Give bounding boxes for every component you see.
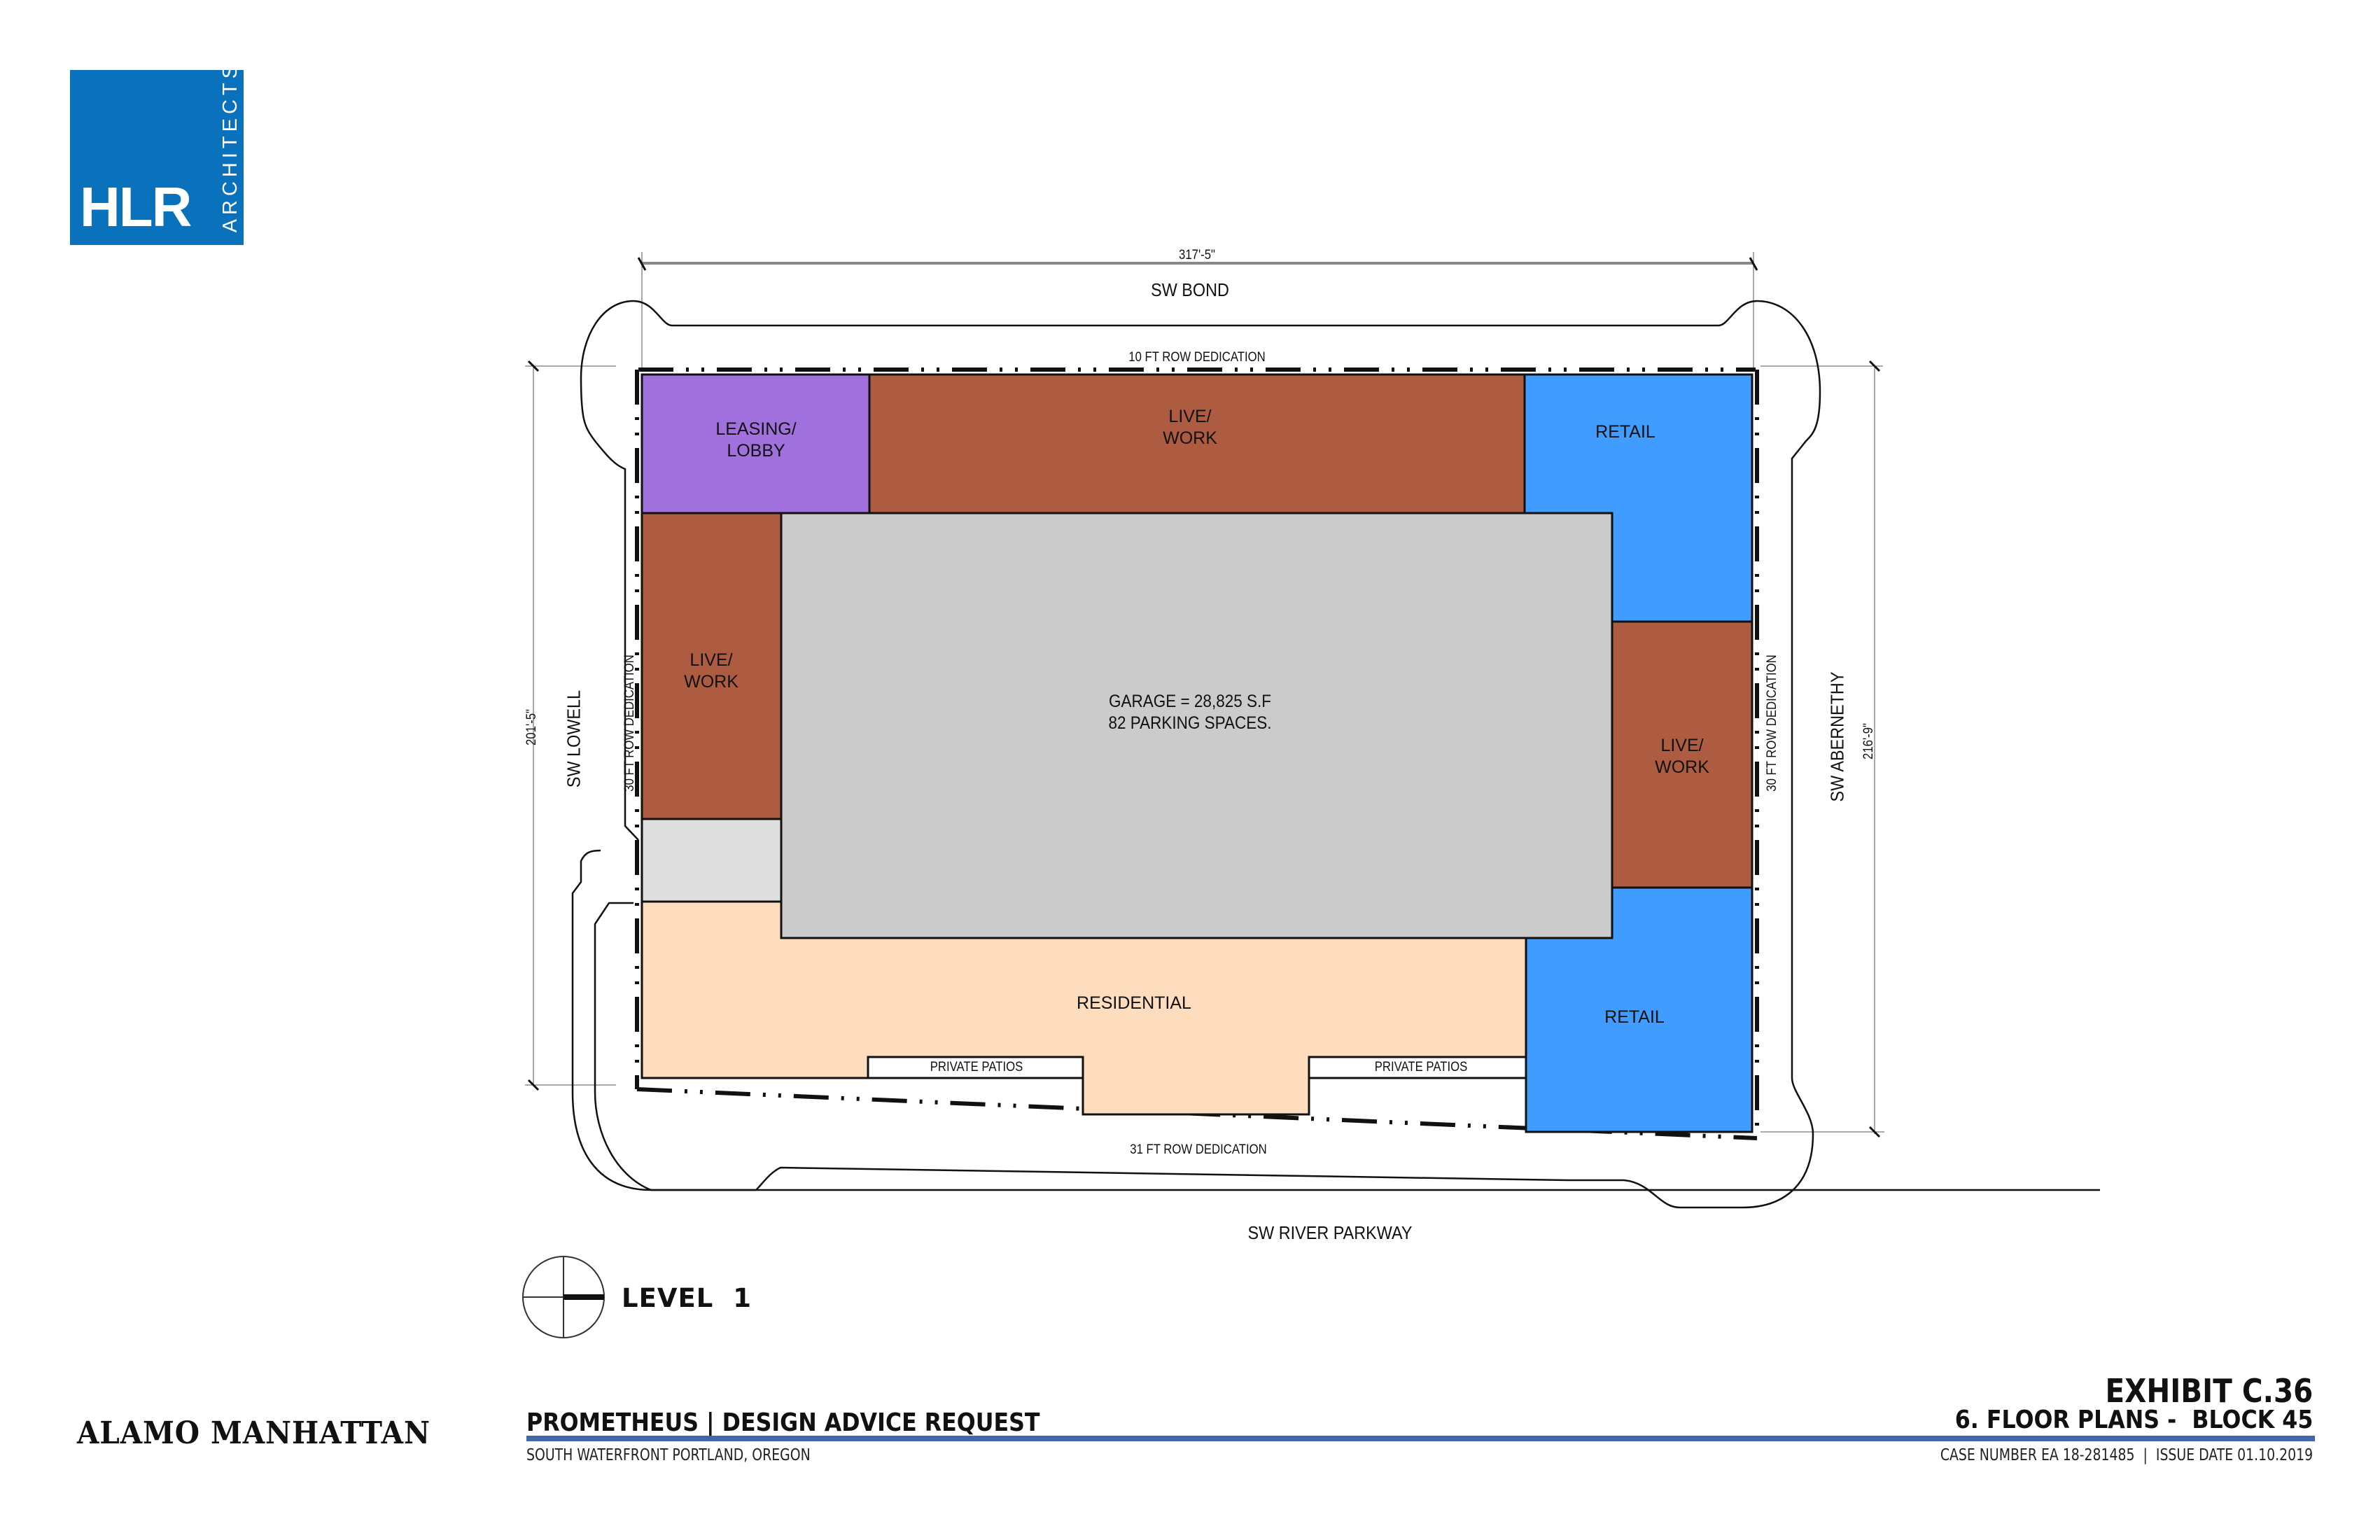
room-label-line: RESIDENTIAL xyxy=(1077,993,1191,1013)
live-work-west-block xyxy=(640,512,783,820)
footer-divider-bar xyxy=(526,1436,2315,1441)
room-label-line: WORK xyxy=(684,672,738,692)
dedication-label-east: 30 FT ROW DEDICATION xyxy=(1765,654,1779,792)
patio-label-east: PRIVATE PATIOS xyxy=(1374,1060,1468,1074)
room-label-retail-north: RETAIL xyxy=(1555,421,1695,443)
logo-hlr-text: HLR xyxy=(80,176,192,238)
level-marker-icon xyxy=(522,1256,605,1338)
room-label-leasing-lobby: LEASING/ LOBBY xyxy=(686,419,826,462)
street-label-east: SW ABERNETHY xyxy=(1826,671,1848,802)
room-label-line: LIVE/ xyxy=(690,650,733,670)
street-label-south: SW RIVER PARKWAY xyxy=(1247,1222,1413,1243)
room-label-line: RETAIL xyxy=(1604,1007,1665,1027)
section-title: 6. FLOOR PLANS - BLOCK 45 xyxy=(1954,1406,2313,1434)
street-label-west: SW LOWELL xyxy=(563,690,584,788)
room-label-live-work-east: LIVE/ WORK xyxy=(1612,735,1752,778)
room-label-line: LIVE/ xyxy=(1660,736,1704,755)
leasing-lobby-block xyxy=(640,373,871,514)
street-label-north: SW BOND xyxy=(1151,279,1229,300)
live-work-east-block xyxy=(1611,620,1754,889)
room-label-line: LEASING/ xyxy=(715,419,797,439)
hlr-architects-logo: HLR ARCHITECTS xyxy=(70,61,244,245)
live-work-north-block xyxy=(868,373,1526,514)
private-patio-east xyxy=(1308,1056,1527,1079)
room-label-residential: RESIDENTIAL xyxy=(1064,993,1204,1014)
room-label-line: WORK xyxy=(1655,757,1709,777)
service-area-block xyxy=(640,818,783,903)
project-title: PROMETHEUS | DESIGN ADVICE REQUEST xyxy=(526,1408,1040,1437)
room-label-live-work-north: LIVE/ WORK xyxy=(1120,406,1260,449)
dimension-left-height: 201'-5" xyxy=(524,709,539,746)
room-label-line: WORK xyxy=(1163,428,1217,448)
dimension-lines xyxy=(525,252,1884,1138)
room-label-retail-south: RETAIL xyxy=(1564,1007,1704,1028)
level-title: LEVEL 1 xyxy=(622,1283,752,1313)
project-location: SOUTH WATERFRONT PORTLAND, OREGON xyxy=(526,1446,811,1464)
exhibit-number: EXHIBIT C.36 xyxy=(2105,1372,2313,1410)
dimension-right-height: 216'-9" xyxy=(1861,723,1876,760)
dedication-label-south: 31 FT ROW DEDICATION xyxy=(1130,1142,1267,1157)
room-label-line: LOBBY xyxy=(727,441,785,461)
room-label-garage: GARAGE = 28,825 S.F 82 PARKING SPACES. xyxy=(1064,691,1316,734)
dimension-top-width: 317'-5" xyxy=(1179,248,1215,262)
curb-lines xyxy=(571,300,2100,1209)
garage-area-text: GARAGE = 28,825 S.F xyxy=(1108,692,1271,711)
room-label-line: RETAIL xyxy=(1595,422,1656,442)
dedication-label-west: 30 FT ROW DEDICATION xyxy=(622,654,637,792)
developer-name: ALAMO MANHATTAN xyxy=(77,1415,430,1451)
room-label-live-work-west: LIVE/ WORK xyxy=(641,650,781,693)
patio-label-west: PRIVATE PATIOS xyxy=(930,1060,1023,1074)
dedication-label-north: 10 FT ROW DEDICATION xyxy=(1128,350,1266,365)
room-label-line: LIVE/ xyxy=(1168,407,1212,426)
private-patio-west xyxy=(867,1056,1084,1079)
case-info: CASE NUMBER EA 18-281485 | ISSUE DATE 01… xyxy=(1940,1446,2313,1464)
garage-block xyxy=(780,512,1614,939)
room-blocks xyxy=(640,373,1754,1133)
garage-parking-text: 82 PARKING SPACES. xyxy=(1108,713,1272,733)
